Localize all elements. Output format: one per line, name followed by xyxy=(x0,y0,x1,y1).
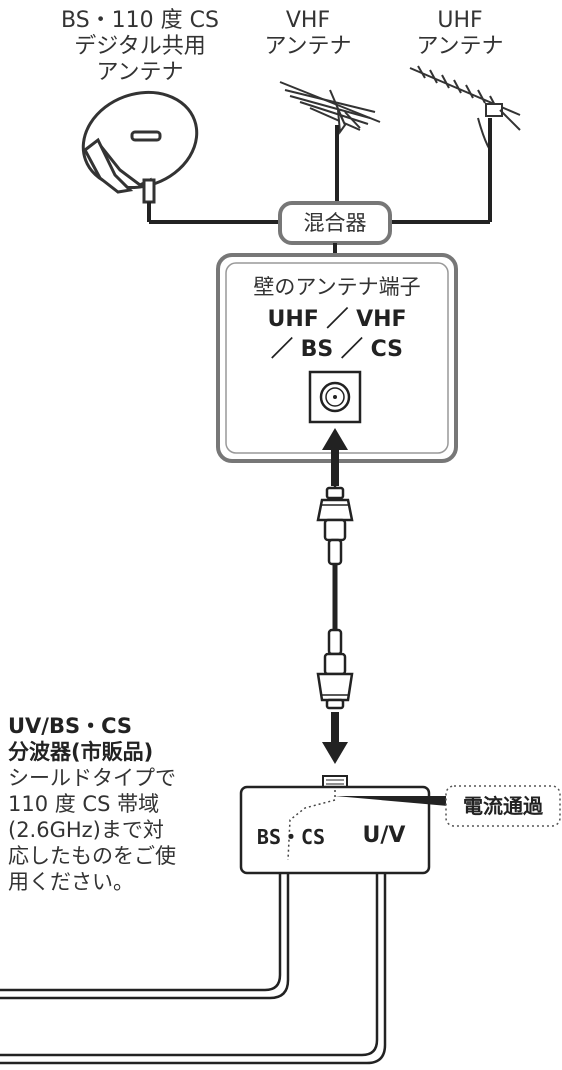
uhf-antenna-label-line1: UHF xyxy=(437,8,483,33)
bs-cs-antenna-label-line2: デジタル共用 xyxy=(74,34,206,59)
wall-socket xyxy=(308,370,362,424)
arrow-down-to-splitter xyxy=(322,712,348,764)
mixer-label: 混合器 xyxy=(303,211,367,235)
power-pass-label: 電流通過 xyxy=(463,794,543,818)
bs-cs-antenna-label-line1: BS・110 度 CS xyxy=(61,8,219,33)
vhf-antenna xyxy=(279,81,381,135)
vhf-antenna-label-line2: アンテナ xyxy=(264,34,352,59)
splitter-heading-line2: 分波器(市販品) xyxy=(8,740,154,764)
antenna-cables xyxy=(147,118,492,224)
uhf-antenna xyxy=(409,65,521,151)
splitter-port-uv: U/V xyxy=(362,823,406,848)
splitter-heading-line1: UV/BS・CS xyxy=(8,714,133,738)
splitter-desc-line1: シールドタイプで xyxy=(8,766,176,790)
splitter-internal-path xyxy=(287,790,336,861)
power-pass-pointer xyxy=(335,796,448,806)
uhf-antenna-label-line2: アンテナ xyxy=(416,34,504,59)
splitter-port-bs-cs: BS・CS xyxy=(256,825,326,849)
vhf-antenna-label: VHF アンテナ xyxy=(258,8,358,60)
wall-terminal-bands-line2: ／ BS ／ CS xyxy=(271,337,403,362)
lower-f-connector xyxy=(316,628,354,710)
splitter-desc-line2: 110 度 CS 帯域 xyxy=(8,792,160,816)
splitter-output-cables xyxy=(0,873,387,1065)
wall-terminal-bands-line1: UHF ／ VHF xyxy=(267,307,407,332)
splitter-desc-line4: 応したものをご使 xyxy=(8,844,176,868)
arrow-up-to-wall xyxy=(322,428,348,486)
uhf-antenna-label: UHF アンテナ xyxy=(405,8,515,60)
splitter-description: UV/BS・CS 分波器(市販品) シールドタイプで 110 度 CS 帯域 (… xyxy=(8,713,218,895)
bs-cs-dish-antenna xyxy=(81,90,199,204)
splitter-desc-line5: 用ください。 xyxy=(8,870,134,894)
splitter-desc-line3: (2.6GHz)まで対 xyxy=(8,818,164,842)
bs-cs-antenna-label: BS・110 度 CS デジタル共用 アンテナ xyxy=(40,8,240,86)
upper-f-connector xyxy=(316,482,354,566)
bs-cs-antenna-label-line3: アンテナ xyxy=(96,60,184,85)
vhf-antenna-label-line1: VHF xyxy=(285,8,331,33)
power-pass-callout xyxy=(445,785,561,827)
wall-terminal-title: 壁のアンテナ端子 xyxy=(253,275,421,299)
